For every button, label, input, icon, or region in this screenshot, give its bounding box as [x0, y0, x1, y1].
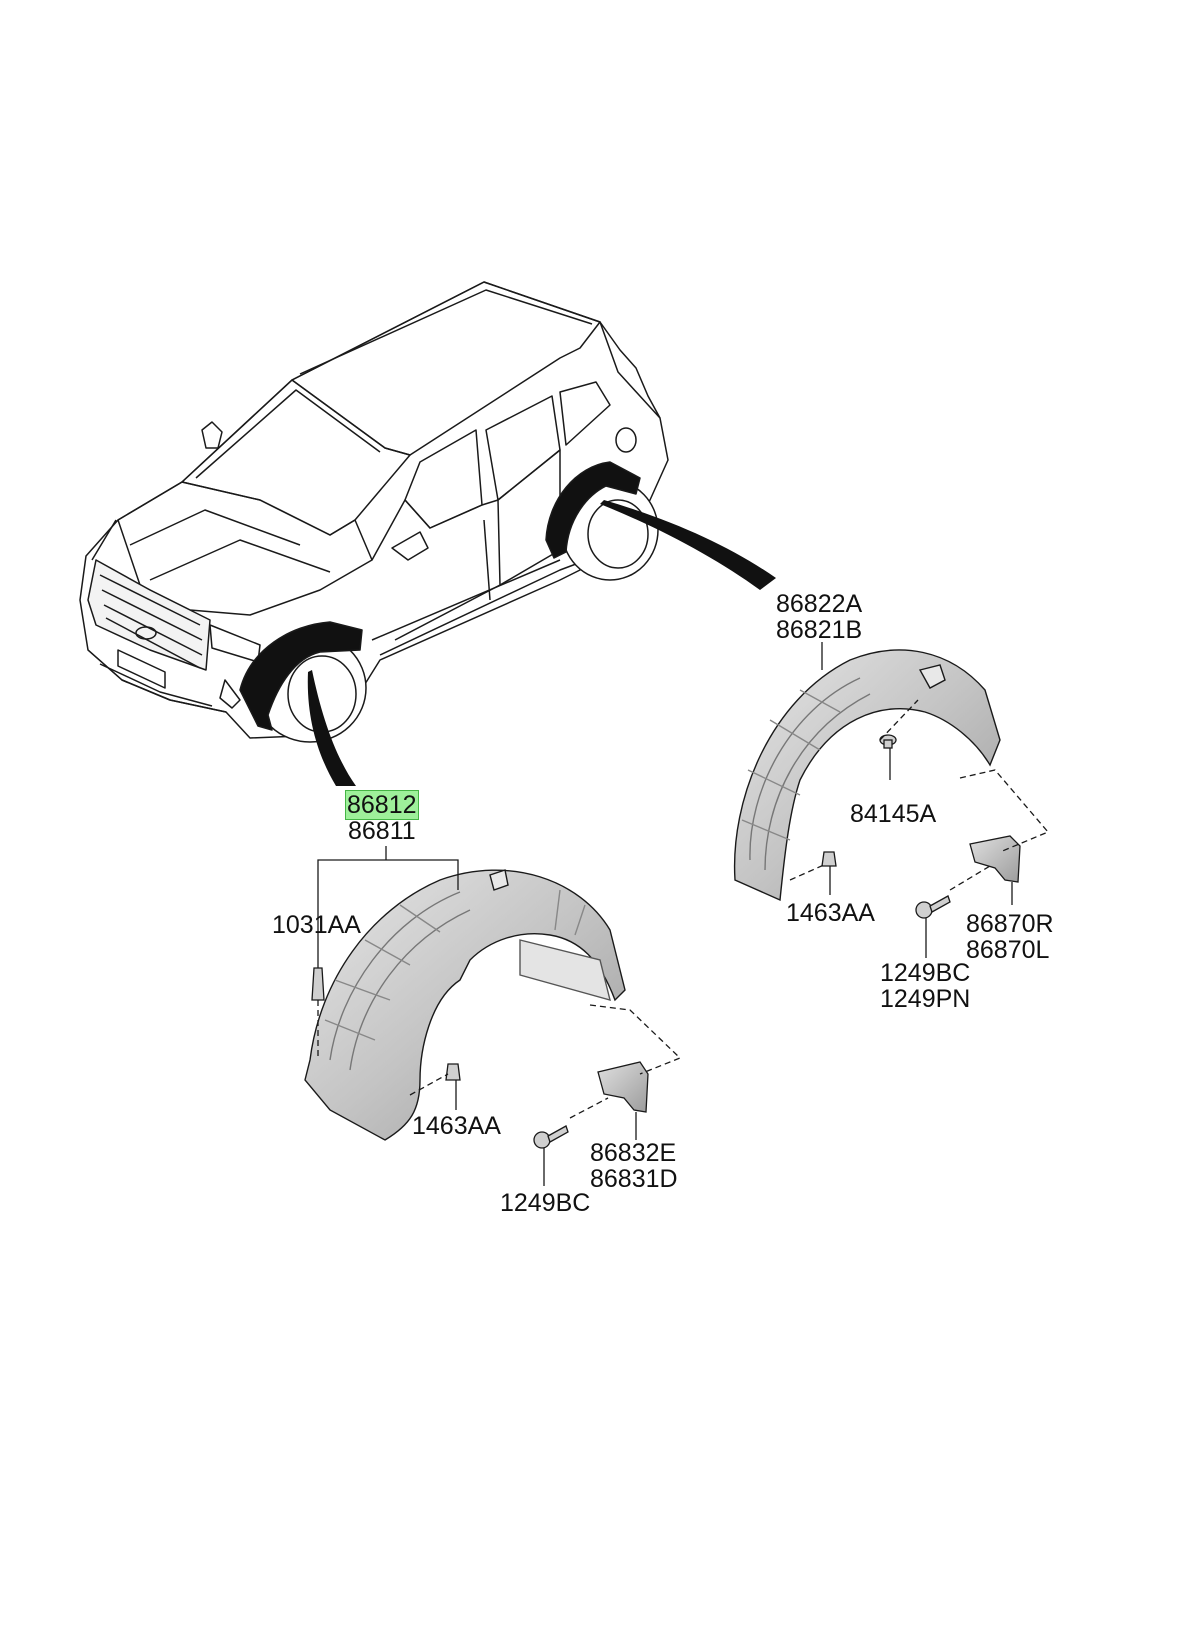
vehicle-illustration — [79, 281, 776, 786]
highlighted-part[interactable]: 86812 — [345, 790, 419, 820]
rear-fasteners — [821, 734, 1021, 919]
part-label-1463aa-rear[interactable]: 1463AA — [786, 899, 875, 927]
rear-wheel-liner[interactable] — [733, 649, 1001, 902]
part-label-86870r[interactable]: 86870R — [966, 910, 1054, 938]
part-label-1249bc-rear[interactable]: 1249BC — [880, 959, 971, 987]
front-leader-lines — [317, 846, 682, 1186]
rear-leader-lines — [789, 642, 1050, 958]
front-fasteners — [311, 967, 649, 1149]
part-label-86870l[interactable]: 86870L — [966, 936, 1050, 964]
part-label-86822a[interactable]: 86822A — [776, 590, 863, 618]
front-wheel-liner[interactable] — [304, 869, 626, 1141]
part-label-86831d[interactable]: 86831D — [590, 1165, 678, 1193]
part-label-1463aa-front[interactable]: 1463AA — [412, 1112, 501, 1140]
part-label-86832e[interactable]: 86832E — [590, 1139, 677, 1167]
part-label-86812[interactable]: 86812 — [345, 790, 419, 820]
part-label-84145a[interactable]: 84145A — [850, 800, 937, 828]
part-label-1249bc-front[interactable]: 1249BC — [500, 1189, 591, 1217]
part-label-86811[interactable]: 86811 — [348, 817, 416, 845]
part-label-1031aa[interactable]: 1031AA — [272, 911, 361, 939]
part-label-1249pn[interactable]: 1249PN — [880, 985, 971, 1013]
part-label-86821b[interactable]: 86821B — [776, 616, 863, 644]
